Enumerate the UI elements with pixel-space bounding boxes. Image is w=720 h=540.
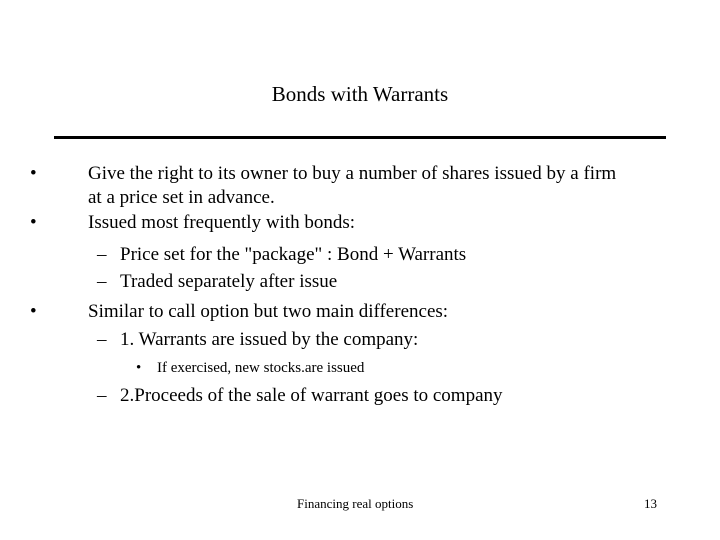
bullet-3-text: Similar to call option but two main diff… <box>88 301 449 322</box>
sub-bullet-marker: – <box>97 244 107 265</box>
bullet-marker: • <box>30 163 37 184</box>
sub-bullet-marker: – <box>97 385 107 406</box>
bullet-3-sub-1-sub-1-text: If exercised, new stocks.are issued <box>157 360 365 376</box>
sub-bullet-marker: – <box>97 271 107 292</box>
bullet-marker: • <box>30 301 37 322</box>
bullet-2-sub-2-text: Traded separately after issue <box>120 271 338 292</box>
bullet-3-sub-1-text: 1. Warrants are issued by the company: <box>120 329 419 350</box>
page-number: 13 <box>644 496 657 511</box>
sub-bullet-marker: – <box>97 329 107 350</box>
bullet-1-line-2: at a price set in advance. <box>88 187 275 208</box>
sub-sub-bullet-marker: • <box>136 360 142 376</box>
bullet-3-sub-2-text: 2.Proceeds of the sale of warrant goes t… <box>120 385 503 406</box>
footer-title: Financing real options <box>297 496 414 511</box>
bullet-2-text: Issued most frequently with bonds: <box>88 212 356 233</box>
bullet-marker: • <box>30 212 37 233</box>
slide-title: Bonds with Warrants <box>271 82 449 106</box>
title-divider <box>54 136 666 139</box>
bullet-1-line-1: Give the right to its owner to buy a num… <box>88 163 617 184</box>
bullet-2-sub-1-text: Price set for the "package" : Bond + War… <box>120 244 467 265</box>
